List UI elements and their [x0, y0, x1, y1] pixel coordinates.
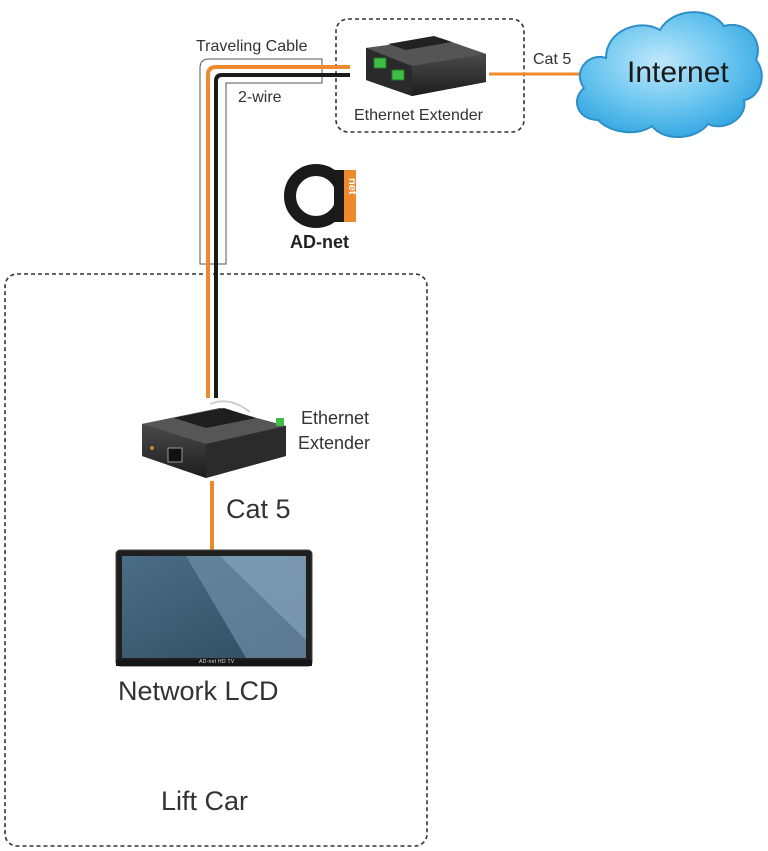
internet-cloud-icon — [576, 11, 763, 139]
car-extender-label-line1: Ethernet — [301, 408, 370, 428]
traveling-cable-label: Traveling Cable — [196, 38, 308, 55]
two-wire-label: 2-wire — [238, 89, 282, 106]
traveling-cable-sheath — [199, 58, 323, 265]
display-brand: AD-net HD TV — [199, 659, 235, 665]
two-wire-orange — [206, 65, 350, 398]
logo-name: AD-net — [290, 232, 349, 252]
cat5-top-label: Cat 5 — [533, 51, 572, 68]
two-wire-black — [214, 73, 350, 398]
adnet-logo-icon — [284, 164, 356, 228]
internet-label: Internet — [627, 56, 729, 89]
logo-mark-letters: net — [346, 178, 358, 195]
lift-car-label: Lift Car — [161, 786, 249, 816]
network-lcd-icon — [115, 549, 313, 667]
top-extender-label: Ethernet Extender — [354, 107, 483, 124]
car-extender-label-line2: Extender — [298, 433, 371, 453]
ethernet-extender-icon — [366, 36, 486, 96]
cat5-car-label: Cat 5 — [226, 494, 291, 524]
network-lcd-label: Network LCD — [118, 676, 279, 706]
ethernet-extender-car-icon — [142, 400, 286, 478]
